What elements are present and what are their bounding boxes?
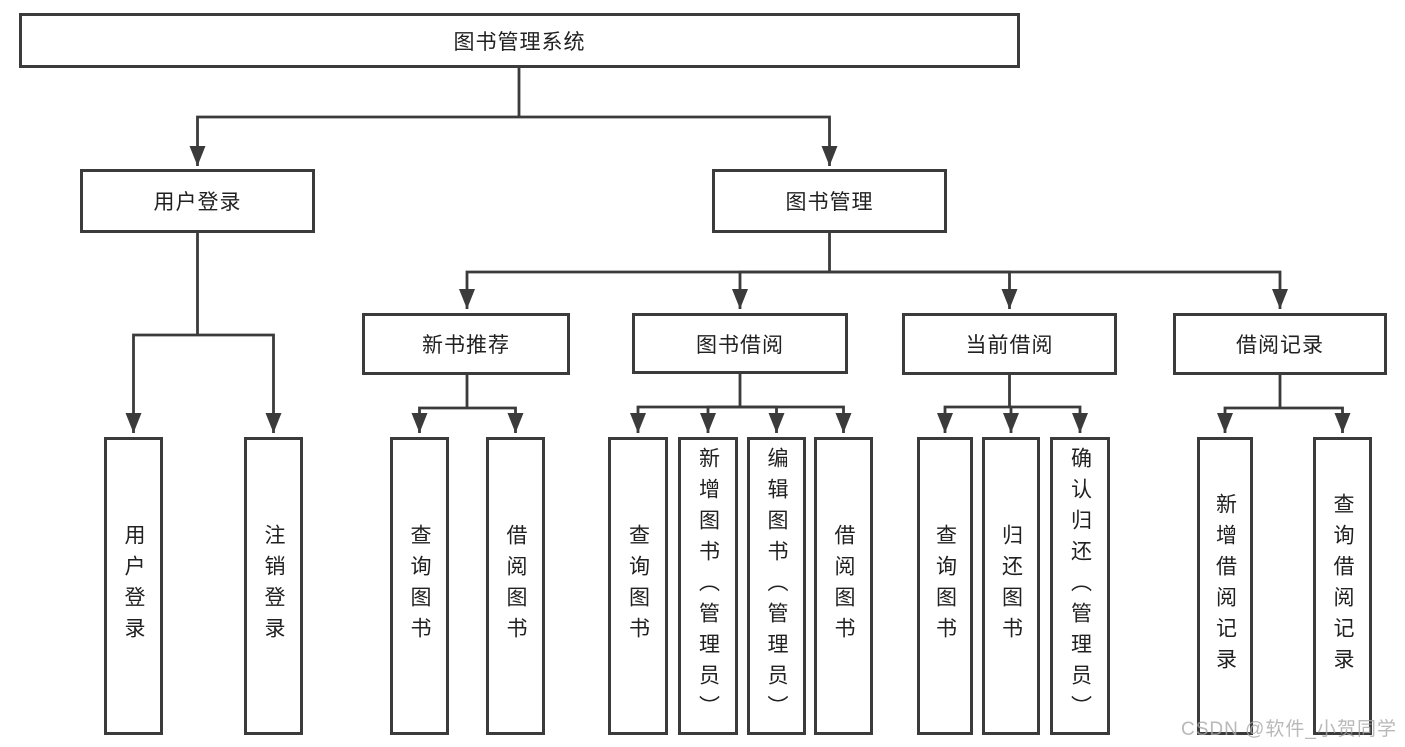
node-borrowing-records: 借阅记录 (1173, 313, 1387, 375)
connector-to-leaf-edit-book (740, 405, 785, 433)
node-current-borrowing: 当前借阅 (902, 313, 1117, 375)
connector-to-leaf-add-book (700, 405, 740, 433)
leaf-confirm-return-admin: 确认归还（管理员） (1050, 437, 1110, 735)
connector-root-to-user-login (189, 115, 519, 166)
connector-to-leaf-borrow-books-1 (467, 406, 524, 433)
connector-to-leaf-query-books-2 (630, 405, 740, 433)
leaf-borrow-books-1: 借阅图书 (486, 437, 545, 735)
leaf-query-books-2: 查询图书 (608, 437, 668, 735)
connector-to-leaf-query-record (1280, 406, 1351, 433)
node-label: 查询借阅记录 (1331, 493, 1354, 679)
node-label: 用户登录 (153, 191, 242, 214)
node-label: 确认归还（管理员） (1068, 446, 1092, 726)
connector-to-leaf-borrow-books-2 (740, 405, 852, 433)
leaf-logout: 注销登录 (244, 437, 303, 735)
leaf-add-book-admin: 新增图书（管理员） (678, 437, 738, 735)
node-label: 注销登录 (262, 524, 285, 648)
connector-to-borrowing-records (829, 270, 1288, 309)
connector-to-leaf-query-books-1 (411, 406, 467, 433)
connector-to-book-borrowing (732, 270, 830, 309)
node-label: 图书管理系统 (453, 30, 586, 54)
csdn-watermark: CSDN @软件_小贺同学 (1181, 719, 1397, 740)
leaf-query-books-3: 查询图书 (917, 437, 973, 735)
leaf-query-books-1: 查询图书 (390, 437, 449, 735)
node-label: 查询图书 (408, 524, 431, 648)
connector-to-current-borrowing (829, 270, 1018, 309)
node-label: 新书推荐 (422, 334, 510, 357)
node-label: 用户登录 (122, 524, 145, 648)
node-label: 查询图书 (626, 524, 650, 648)
node-label: 新增图书（管理员） (696, 446, 720, 726)
connector-to-leaf-query-books-3 (937, 405, 1010, 433)
node-book-borrowing: 图书借阅 (632, 313, 848, 374)
node-label: 借阅记录 (1236, 334, 1324, 357)
node-label: 查询图书 (933, 524, 957, 648)
node-label: 归还图书 (999, 524, 1023, 648)
leaf-edit-book-admin: 编辑图书（管理员） (747, 437, 806, 735)
leaf-query-borrow-record: 查询借阅记录 (1313, 437, 1372, 735)
connector-to-leaf-user-login (125, 333, 198, 433)
leaf-return-book: 归还图书 (982, 437, 1040, 735)
connector-to-leaf-logout (197, 333, 282, 433)
node-label: 当前借阅 (965, 334, 1054, 357)
connector-to-new-book-recommend (459, 270, 830, 309)
node-book-management: 图书管理 (712, 169, 947, 233)
connector-to-leaf-confirm-return (1009, 405, 1088, 433)
connector-to-leaf-add-record (1217, 406, 1280, 433)
node-label: 编辑图书（管理员） (765, 446, 788, 726)
leaf-borrow-books-2: 借阅图书 (814, 437, 873, 735)
node-label: 新增借阅记录 (1213, 493, 1237, 679)
connector-to-leaf-return-book (1003, 405, 1019, 433)
leaf-user-login: 用户登录 (104, 437, 163, 735)
leaf-add-borrow-record: 新增借阅记录 (1197, 437, 1253, 735)
node-label: 图书管理 (785, 191, 874, 214)
node-label: 图书借阅 (696, 333, 784, 357)
connector-root-to-book-management (519, 115, 838, 166)
node-label: 借阅图书 (504, 524, 527, 648)
node-user-login: 用户登录 (80, 169, 315, 233)
node-library-management-system: 图书管理系统 (19, 13, 1020, 68)
node-label: 借阅图书 (832, 524, 855, 648)
node-new-book-recommend: 新书推荐 (362, 313, 570, 375)
